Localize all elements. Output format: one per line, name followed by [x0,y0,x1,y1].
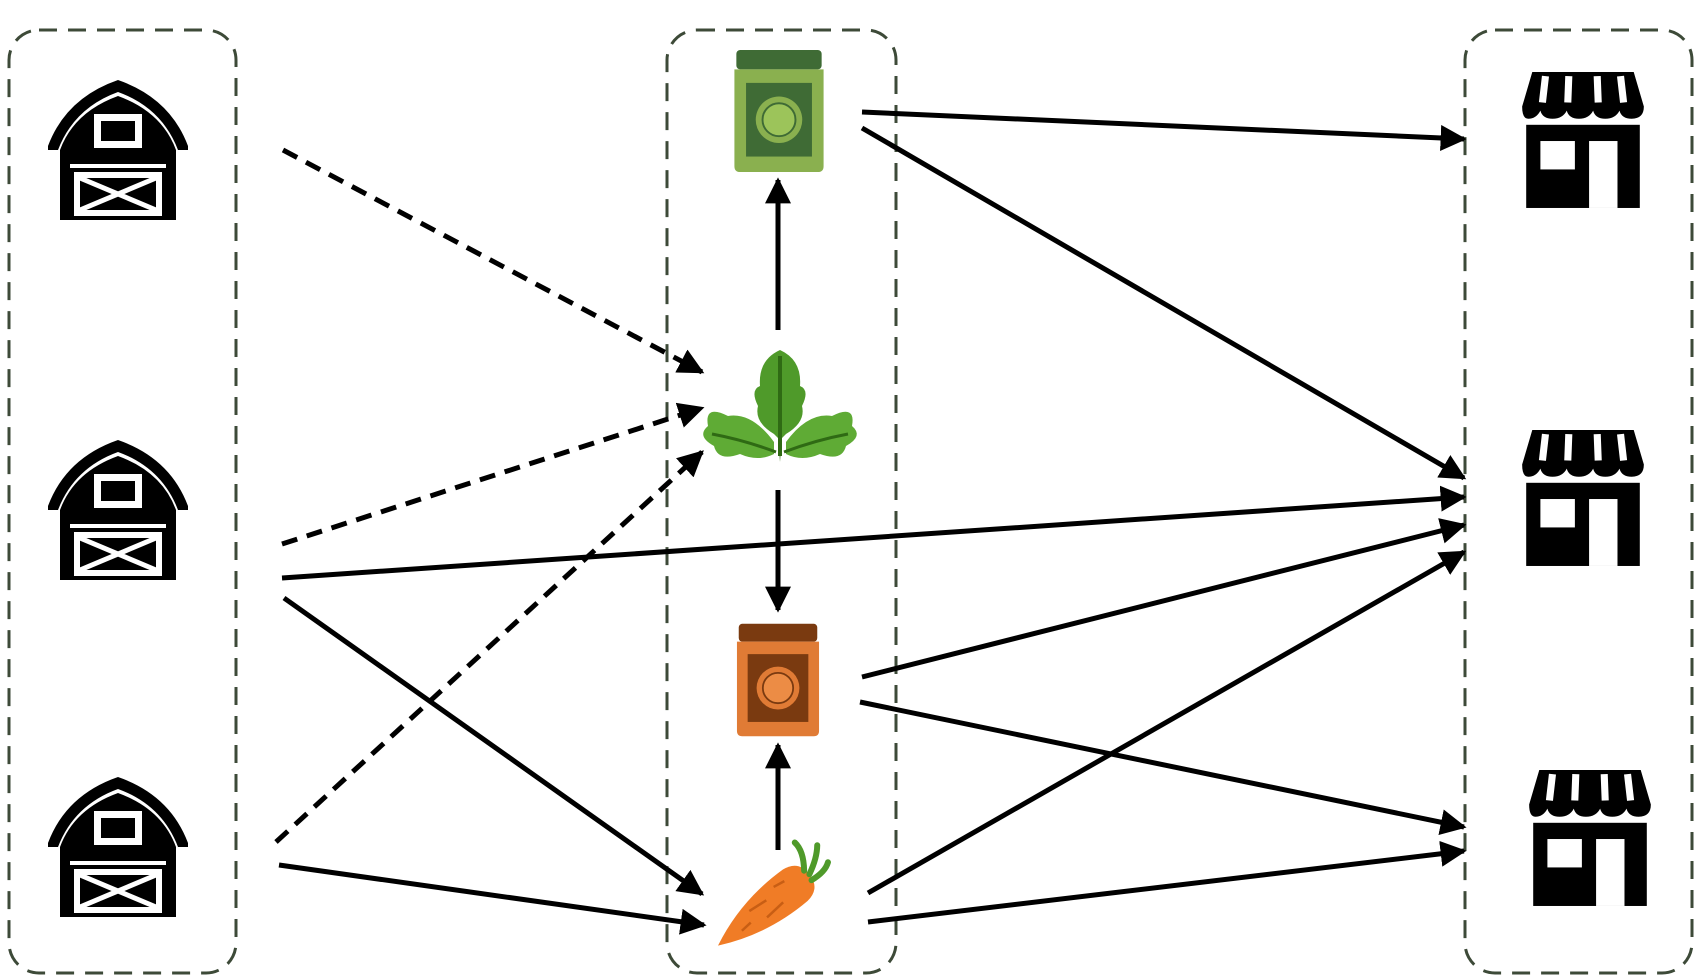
barn-icon [48,777,188,917]
green-jar-icon [734,49,824,173]
carrot-icon [717,839,831,946]
arrow-carrot-store3 [867,840,1467,925]
solid-arrows [278,109,1467,935]
arrow-greenjar-store1 [861,109,1467,151]
arrow-orangejar-store3 [859,699,1467,835]
products-group-box [665,28,898,975]
farms-group-box [7,28,238,975]
arrow-farm2-carrot [282,595,705,897]
arrow-farm3-greens [274,450,704,844]
dashed-arrows [274,147,705,844]
barn-icon [48,80,188,220]
store-icon [1522,72,1644,208]
arrow-farm1-greens [281,147,705,375]
leafy-greens-icon [703,350,857,462]
arrow-carrot-store2 [866,549,1467,896]
arrow-greenjar-store2 [860,125,1467,481]
barn-icon [48,440,188,580]
store-icon [1522,430,1644,566]
arrow-orangejar-store2 [861,518,1467,680]
orange-jar-icon [736,623,820,737]
arrow-farm2-store2 [281,485,1467,581]
store-icon [1529,770,1651,906]
arrow-farm2-greens [281,402,705,547]
arrow-farm3-carrot [278,862,707,935]
